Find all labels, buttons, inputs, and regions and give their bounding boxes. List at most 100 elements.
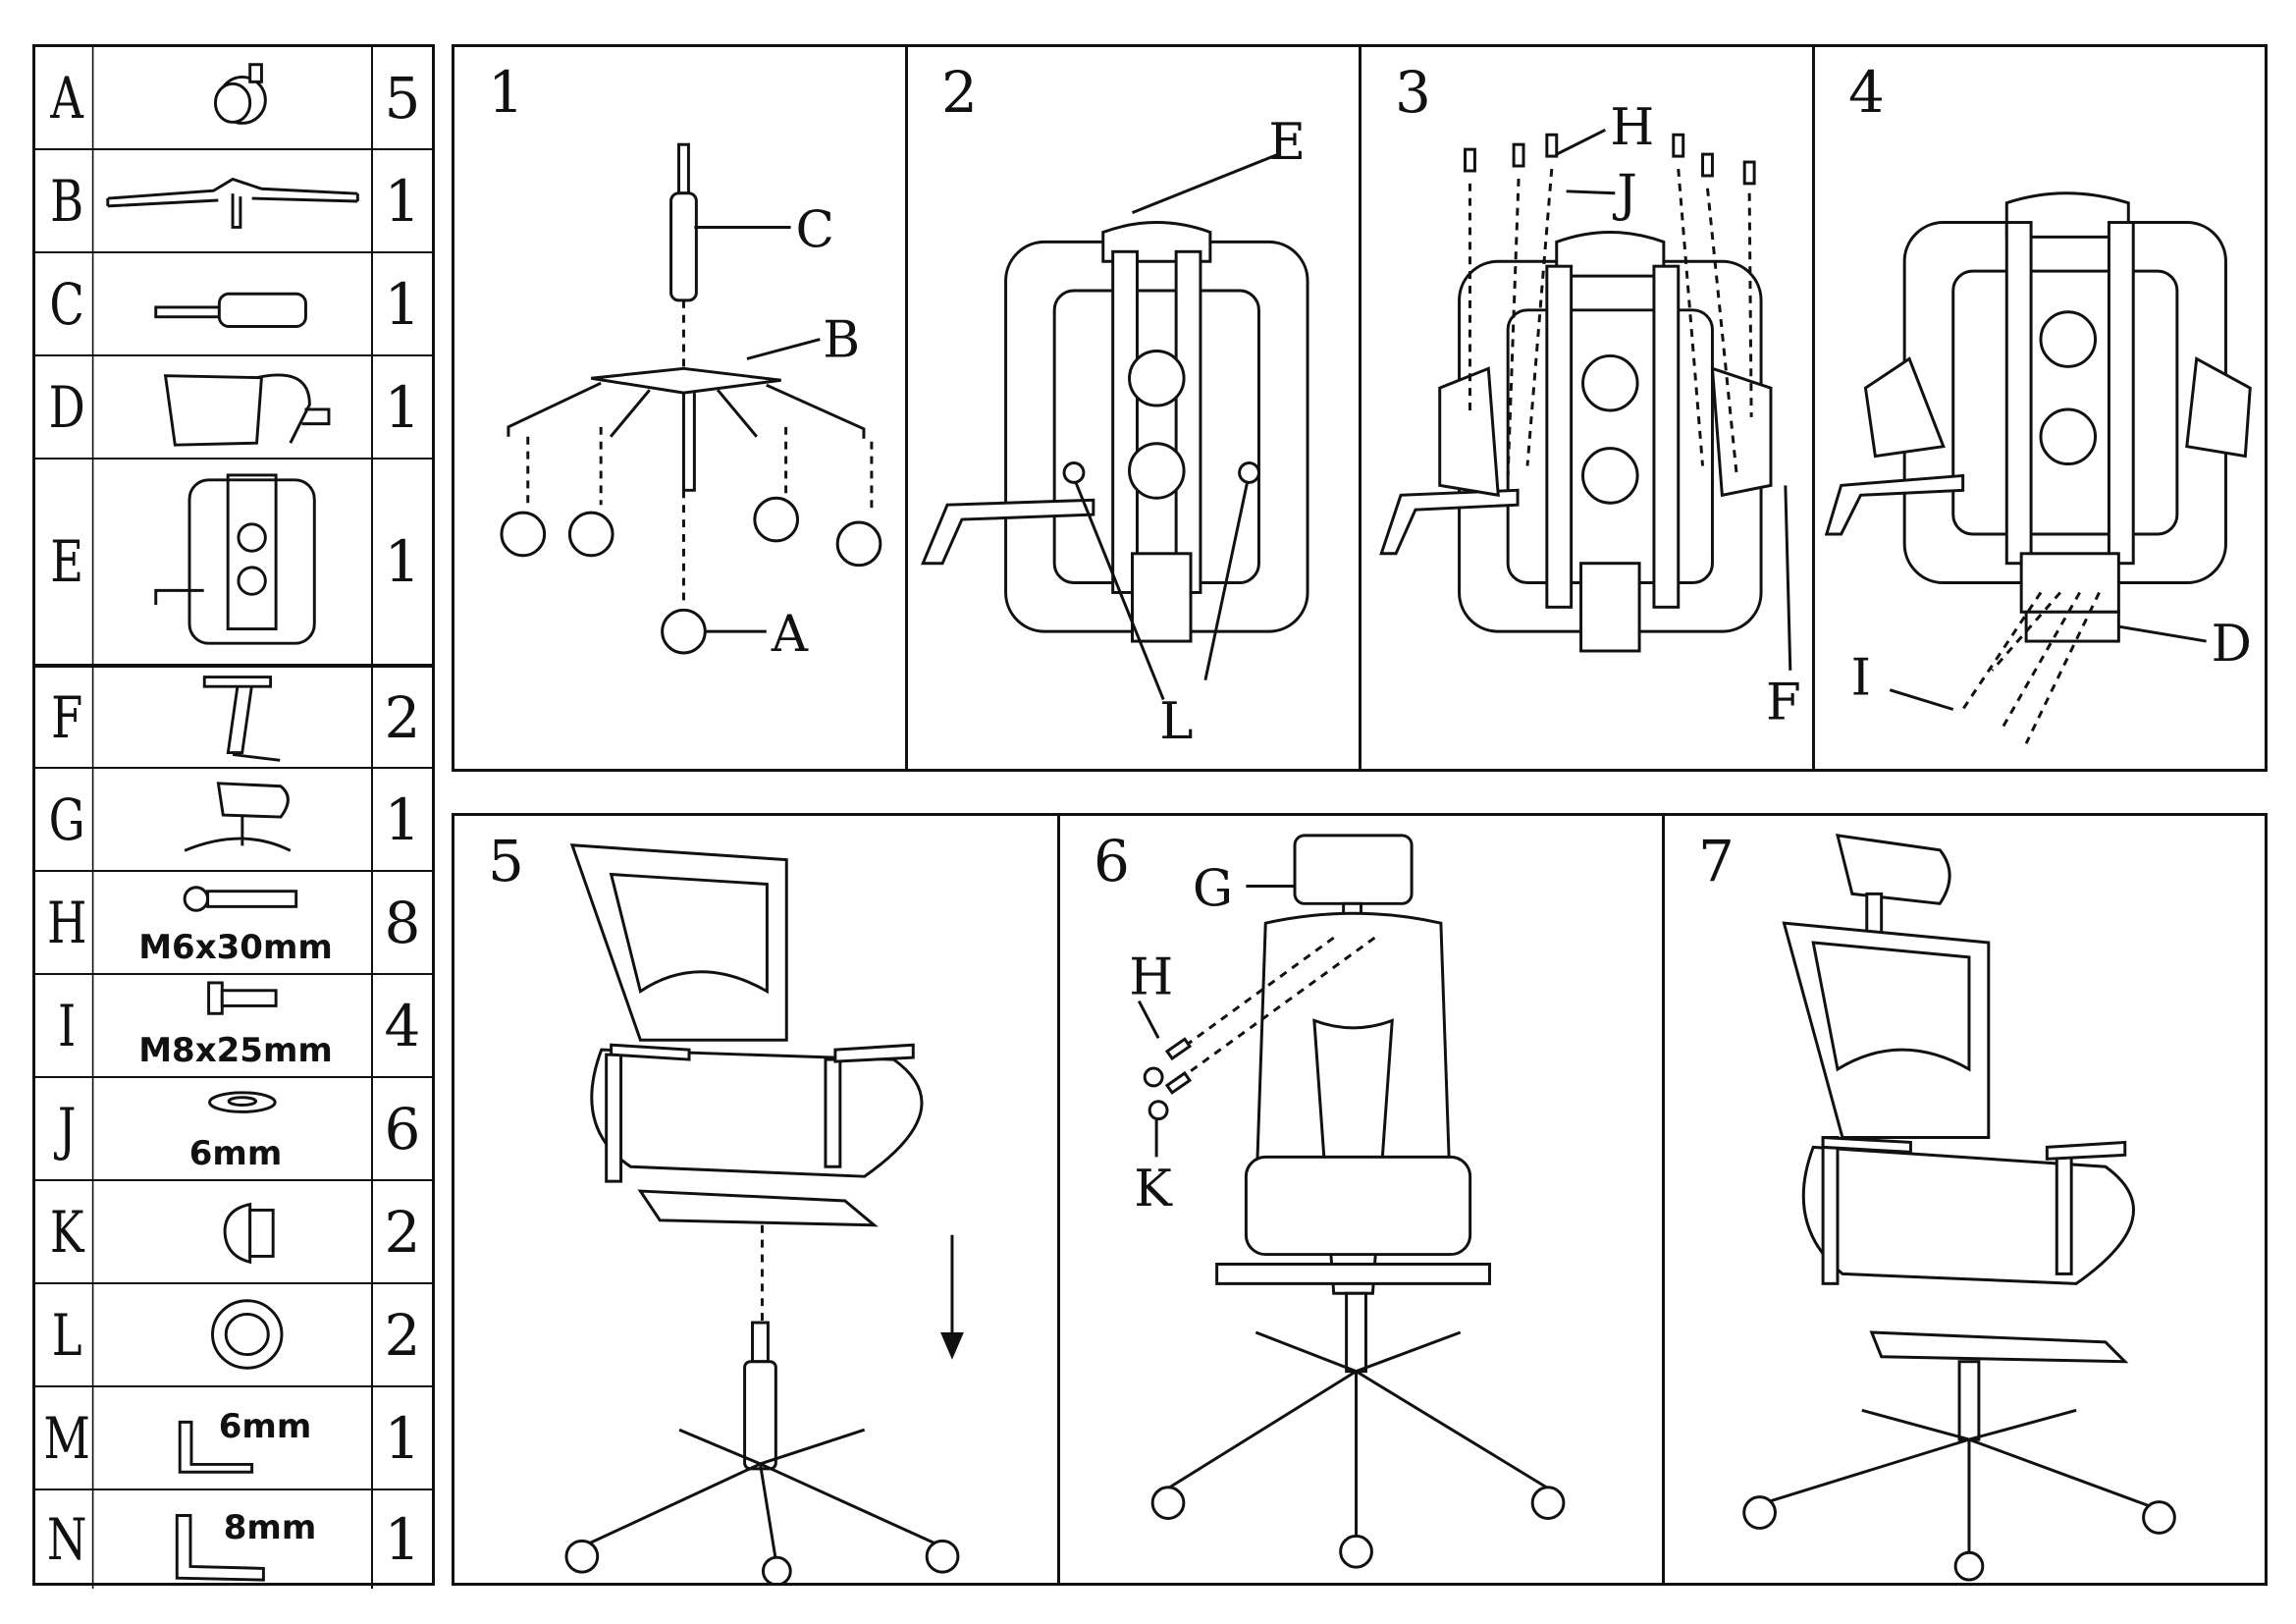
caster-icon <box>564 1539 960 1583</box>
chair-on-base-drawing <box>564 843 964 1583</box>
part-row-b: B 1 <box>35 150 432 253</box>
part-letter: N <box>42 1490 94 1589</box>
part-row-a: A 5 <box>35 47 432 150</box>
steps-row-bottom: 5 G H K 6 <box>452 813 2268 1586</box>
step-6-panel: G H K 6 <box>1060 816 1665 1583</box>
part-row-i: I M8x25mm 4 <box>35 975 432 1078</box>
allen-key-icon: 8mm <box>98 1490 373 1589</box>
bolt-icon <box>1164 1037 1193 1095</box>
part-qty: 1 <box>371 460 432 664</box>
callout-e: E <box>1268 113 1306 172</box>
step-number: 2 <box>941 59 978 126</box>
part-letter: E <box>42 460 94 664</box>
part-qty: 1 <box>371 1490 432 1589</box>
caster-icon <box>1150 1486 1566 1569</box>
part-spec: 6mm <box>218 1407 312 1446</box>
part-letter: L <box>42 1284 94 1385</box>
caster-icon <box>500 496 882 655</box>
headrest-attach-drawing: G H K <box>1129 834 1566 1569</box>
step-1-panel: C B A 1 <box>454 47 908 769</box>
part-row-m: M 6mm 1 <box>35 1387 432 1490</box>
step-4-panel: I D 4 <box>1815 47 2268 769</box>
caster-icon <box>1742 1495 2176 1582</box>
step-3-panel: H J F 3 <box>1362 47 1815 769</box>
part-letter: C <box>42 253 94 354</box>
bolt-icon <box>1464 133 1756 186</box>
armrest-attach-drawing: H J F <box>1379 98 1801 731</box>
part-qty: 4 <box>371 975 432 1076</box>
part-letter: K <box>42 1181 94 1282</box>
part-qty: 1 <box>371 1387 432 1489</box>
lumbar-frame-icon <box>98 356 373 458</box>
finished-chair-drawing <box>1742 834 2176 1582</box>
part-letter: D <box>42 356 94 458</box>
part-row-d: D 1 <box>35 356 432 460</box>
cap-icon <box>98 1181 373 1282</box>
step-number: 5 <box>488 828 524 894</box>
callout-h: H <box>1129 948 1173 1007</box>
part-row-f: F 2 <box>35 666 432 769</box>
part-row-c: C 1 <box>35 253 432 356</box>
part-qty: 1 <box>371 253 432 354</box>
part-letter: F <box>42 668 94 767</box>
callout-f: F <box>1766 673 1801 731</box>
callout-h: H <box>1610 98 1654 157</box>
part-qty: 2 <box>371 1181 432 1282</box>
step-number: 7 <box>1698 828 1735 894</box>
allen-key-icon: 6mm <box>98 1387 373 1489</box>
part-letter: H <box>42 872 94 973</box>
gas-lift-icon <box>98 253 373 354</box>
callout-l: L <box>1159 692 1193 751</box>
callout-c: C <box>796 200 834 259</box>
base-assembly-drawing: C B A <box>500 142 882 664</box>
cap-icon <box>1143 1066 1169 1121</box>
part-row-e: E 1 <box>35 460 432 666</box>
headrest-icon <box>98 769 373 870</box>
step-number: 4 <box>1848 59 1885 126</box>
callout-g: G <box>1193 859 1233 918</box>
part-letter: M <box>42 1387 94 1489</box>
part-qty: 2 <box>371 668 432 767</box>
steps-row-top: C B A 1 E L 2 <box>452 44 2268 772</box>
part-letter: A <box>42 47 94 148</box>
part-letter: G <box>42 769 94 870</box>
part-letter: I <box>42 975 94 1076</box>
step-2-panel: E L 2 <box>908 47 1362 769</box>
step-5-panel: 5 <box>454 816 1060 1583</box>
step-number: 3 <box>1395 59 1431 126</box>
part-spec: 6mm <box>188 1134 283 1173</box>
washer-icon: 6mm <box>98 1078 373 1179</box>
part-spec: M8x25mm <box>138 1031 333 1070</box>
armrest-icon <box>98 668 373 767</box>
part-qty: 1 <box>371 150 432 251</box>
callout-a: A <box>771 605 809 664</box>
part-qty: 8 <box>371 872 432 973</box>
bolt-icon: M6x30mm <box>98 872 373 973</box>
part-row-l: L 2 <box>35 1284 432 1387</box>
part-row-n: N 8mm 1 <box>35 1490 432 1589</box>
step-number: 1 <box>488 59 524 126</box>
part-qty: 6 <box>371 1078 432 1179</box>
step-number: 6 <box>1094 828 1130 894</box>
part-row-k: K 2 <box>35 1181 432 1284</box>
base-icon <box>98 150 373 251</box>
parts-list: A 5 B 1 C 1 D 1 E 1 F 2 G 1 H M6x30mm 8 … <box>32 44 435 1589</box>
part-letter: B <box>42 150 94 251</box>
part-letter: J <box>42 1078 94 1179</box>
step-7-panel: 7 <box>1665 816 2265 1583</box>
callout-d: D <box>2212 615 2252 674</box>
seat-back-icon <box>98 460 373 664</box>
callout-b: B <box>823 310 860 369</box>
part-row-j: J 6mm 6 <box>35 1078 432 1181</box>
part-spec: M6x30mm <box>138 928 333 967</box>
seat-back-drawing: E L <box>921 113 1309 751</box>
part-qty: 1 <box>371 769 432 870</box>
callout-k: K <box>1134 1160 1173 1218</box>
part-row-g: G 1 <box>35 769 432 872</box>
arrow-down-icon <box>940 1331 964 1360</box>
bolt-icon: M8x25mm <box>98 975 373 1076</box>
callout-j: J <box>1612 165 1637 224</box>
ring-washer-icon <box>98 1284 373 1385</box>
caster-icon <box>98 47 373 148</box>
part-qty: 2 <box>371 1284 432 1385</box>
